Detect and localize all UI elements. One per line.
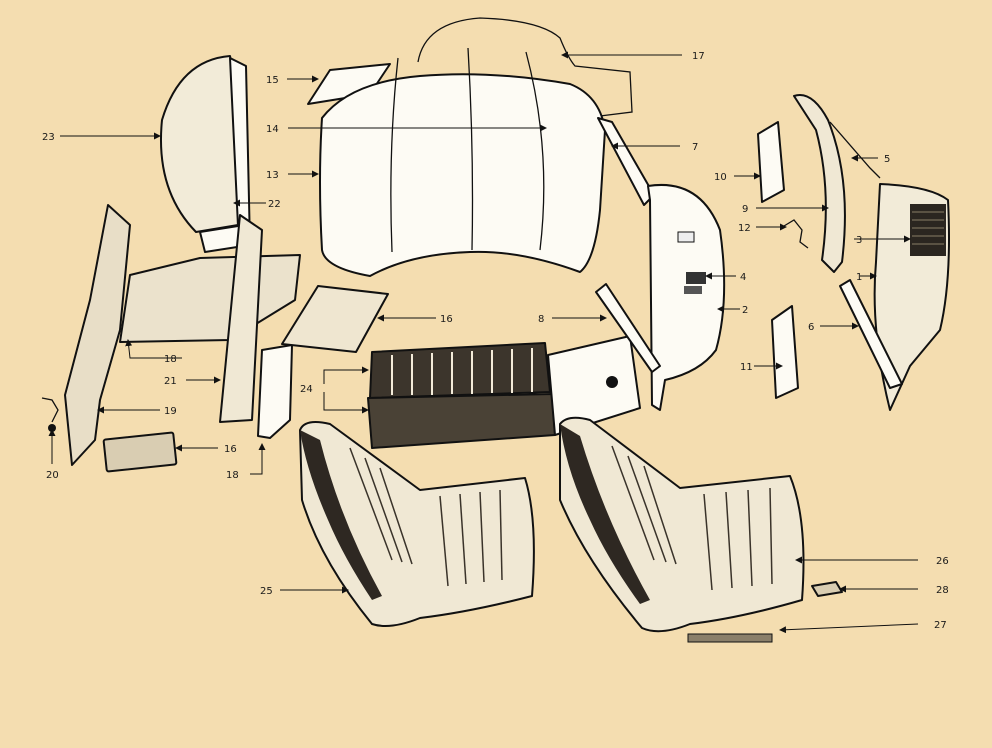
part-19-side-trim	[64, 204, 131, 466]
part-9-curved-pillar-trim	[793, 94, 846, 273]
callout-20: 20	[46, 470, 59, 481]
callout-13: 13	[266, 170, 279, 181]
part-13-headliner	[319, 73, 606, 277]
part-21-vertical-panel	[219, 214, 263, 423]
part-18-small-bracket	[257, 344, 293, 439]
callout-17: 17	[692, 51, 705, 62]
callout-10: 10	[714, 172, 727, 183]
callout-8: 8	[538, 314, 544, 325]
part-3-grille-lines	[912, 211, 944, 245]
callout-18-lower: 18	[226, 470, 239, 481]
callout-7: 7	[692, 142, 698, 153]
part-24-rear-shelf	[547, 335, 641, 436]
part-5-bracket	[829, 121, 881, 179]
callout-22: 22	[268, 199, 281, 210]
callout-25: 25	[260, 586, 273, 597]
part-12-hinge-clip	[783, 219, 809, 249]
part-26-seat-back-dark	[560, 424, 650, 604]
callout-16-lower: 16	[224, 444, 237, 455]
part-14-headliner-bows	[390, 47, 545, 253]
callout-27: 27	[934, 620, 947, 631]
callout-6: 6	[808, 322, 814, 333]
callout-16-upper: 16	[440, 314, 453, 325]
part-6-door-trim-strip	[839, 279, 903, 389]
part-7-pillar-trim	[597, 117, 655, 206]
callout-12: 12	[738, 223, 751, 234]
part-16-small-plate	[102, 431, 178, 473]
part-4-door-handle	[686, 272, 706, 284]
callout-5: 5	[884, 154, 890, 165]
callout-9: 9	[742, 204, 748, 215]
part-11-small-panel	[771, 305, 799, 399]
part-10-small-panel	[757, 121, 785, 203]
part-24-rear-seat-cushion	[369, 342, 551, 399]
part-24-rear-seat-base	[367, 393, 556, 449]
part-3-speaker-grille	[910, 204, 946, 256]
part-2-door-panel	[647, 184, 726, 411]
part-8-door-strip	[595, 283, 661, 373]
callout-24: 24	[300, 384, 313, 395]
part-16-upper-tray	[281, 285, 389, 353]
part-27-seat-rail	[687, 633, 773, 643]
callout-3: 3	[856, 235, 862, 246]
callout-1: 1	[856, 272, 862, 283]
part-25-seat-back-dark	[300, 430, 382, 600]
callout-23: 23	[42, 132, 55, 143]
part-24-cushion-pleats	[391, 348, 533, 395]
part-20-clip	[41, 397, 59, 432]
part-24-shelf-hole	[606, 376, 618, 388]
callout-28: 28	[936, 585, 949, 596]
part-18-floor-tray	[119, 254, 301, 343]
part-door-pocket-top	[677, 231, 695, 243]
part-26-seat-pleats	[611, 445, 773, 591]
callout-26: 26	[936, 556, 949, 567]
part-28-seat-clip	[811, 581, 843, 597]
callout-4: 4	[740, 272, 746, 283]
callout-11: 11	[740, 362, 753, 373]
part-17-frame-rod	[417, 17, 633, 117]
callout-15: 15	[266, 75, 279, 86]
callout-21: 21	[164, 376, 177, 387]
leader-lines	[48, 51, 919, 634]
callout-14: 14	[266, 124, 279, 135]
part-4-handle-escutcheon	[684, 286, 702, 294]
callout-18-upper: 18	[164, 354, 177, 365]
callout-19: 19	[164, 406, 177, 417]
part-25-seat-pleats	[349, 447, 503, 587]
callout-labels: 17 15 14 13 23 22 7 10 5 9 12 3 1 4 2 8 …	[42, 51, 949, 631]
callout-2: 2	[742, 305, 748, 316]
